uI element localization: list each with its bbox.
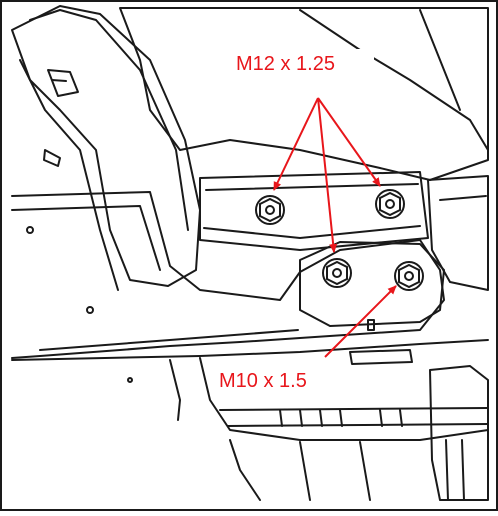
upper-cover bbox=[119, 7, 489, 181]
mounting-plate bbox=[11, 191, 445, 359]
bolt-lower-right bbox=[394, 261, 424, 291]
right-housing bbox=[427, 175, 489, 291]
left-clip bbox=[47, 69, 79, 97]
left-panel-inner bbox=[19, 59, 119, 291]
arrow-to-upper-left-bolt bbox=[273, 97, 319, 191]
lower-bolt-size-label: M10 x 1.5 bbox=[219, 370, 307, 392]
slot bbox=[349, 349, 413, 365]
arrow-to-upper-right-bolt bbox=[317, 97, 381, 187]
right-bottom-part bbox=[429, 365, 489, 501]
bolt-upper-right bbox=[375, 189, 405, 219]
frame-ribs bbox=[279, 409, 403, 427]
bolt-lower-left bbox=[322, 258, 352, 288]
bolt-upper-left bbox=[255, 195, 285, 225]
callout-arrows bbox=[273, 97, 397, 358]
arrow-to-lower-right-bolt bbox=[324, 285, 397, 358]
upper-bracket bbox=[199, 171, 429, 251]
arrow-to-lower-left-bolt bbox=[317, 97, 338, 253]
lower-bracket bbox=[299, 241, 445, 327]
left-panel bbox=[11, 5, 201, 287]
left-panel-edge bbox=[29, 9, 189, 231]
line-art bbox=[11, 5, 489, 501]
upper-bolt-size-label: M12 x 1.25 bbox=[236, 53, 335, 75]
